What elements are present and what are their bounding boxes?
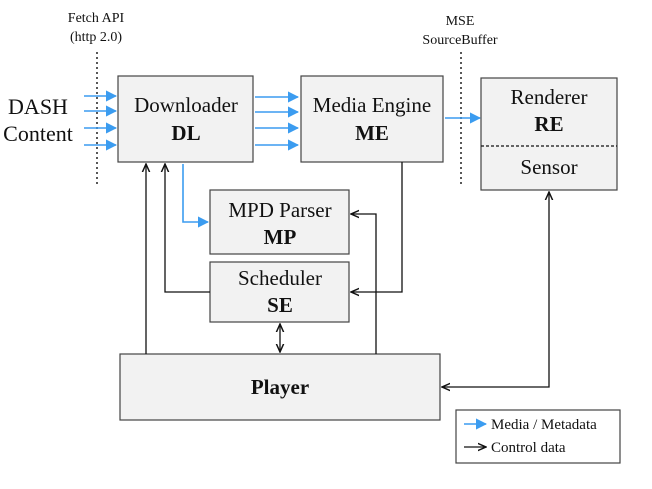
mse-sourcebuffer-label: SourceBuffer [422,33,497,48]
fetch-api-label: Fetch API [68,11,125,26]
fetch-api-version-label: (http 2.0) [70,30,122,45]
scheduler-box: Scheduler SE [209,261,350,323]
mpd-parser-title: MPD Parser [228,198,331,222]
legend: Media / Metadata Control data [455,409,621,464]
scheduler-abbr: SE [267,293,293,317]
renderer-box: Renderer RE Sensor [480,77,618,191]
media-engine-box: Media Engine ME [300,75,444,163]
mpd-parser-abbr: MP [264,225,297,249]
player-box: Player [119,353,441,421]
me-se-arrow [351,162,403,292]
content-label: Content [3,121,73,146]
legend-media-label: Media / Metadata [491,417,597,433]
media-engine-title: Media Engine [313,93,431,117]
downloader-title: Downloader [134,93,238,117]
se-dl-arrow [165,164,210,293]
player-title: Player [251,375,309,399]
player-mp-arrow [351,214,377,354]
legend-control-label: Control data [491,440,566,456]
sensor-player-arrow [442,192,549,387]
renderer-abbr: RE [534,112,563,136]
downloader-box: Downloader DL [117,75,254,163]
media-engine-abbr: ME [355,121,389,145]
renderer-title: Renderer [511,85,588,109]
downloader-abbr: DL [171,121,200,145]
mse-label: MSE [446,14,475,29]
sensor-title: Sensor [520,155,577,179]
dash-label: DASH [8,94,68,119]
scheduler-title: Scheduler [238,266,322,290]
mpd-parser-box: MPD Parser MP [209,189,350,255]
dl-mp-arrow [182,164,210,228]
